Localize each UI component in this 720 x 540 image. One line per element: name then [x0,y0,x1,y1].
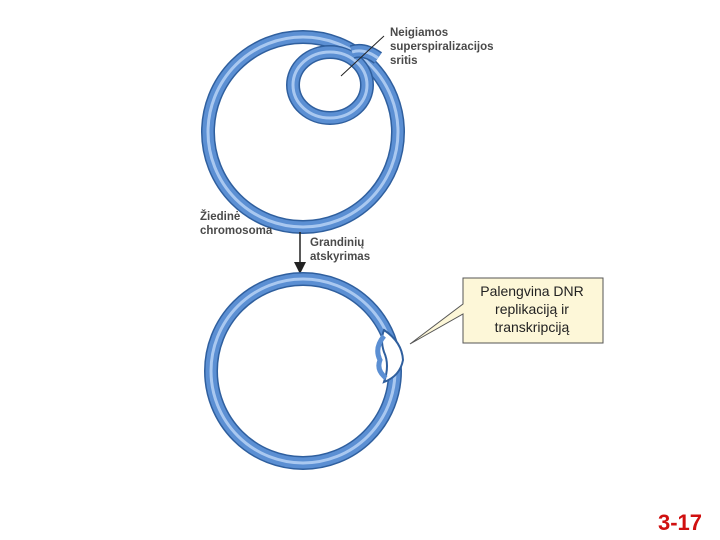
strand-separation-label: Grandinių atskyrimas [310,237,371,263]
supercoil-leader-line [340,35,385,77]
callout-text: Palengvina DNR replikaciją ir transkripc… [480,283,584,335]
circular-chromosome-label: Žiedinė chromosoma [200,211,273,237]
supercoiled-chromosome [201,30,405,234]
page-number: 3-17 [657,510,702,535]
supercoil-region-label: Neigiamos superspiralizacijos sritis [390,27,494,67]
relaxed-chromosome [204,272,405,470]
strand-bubble [381,328,405,384]
callout-box [409,277,604,345]
